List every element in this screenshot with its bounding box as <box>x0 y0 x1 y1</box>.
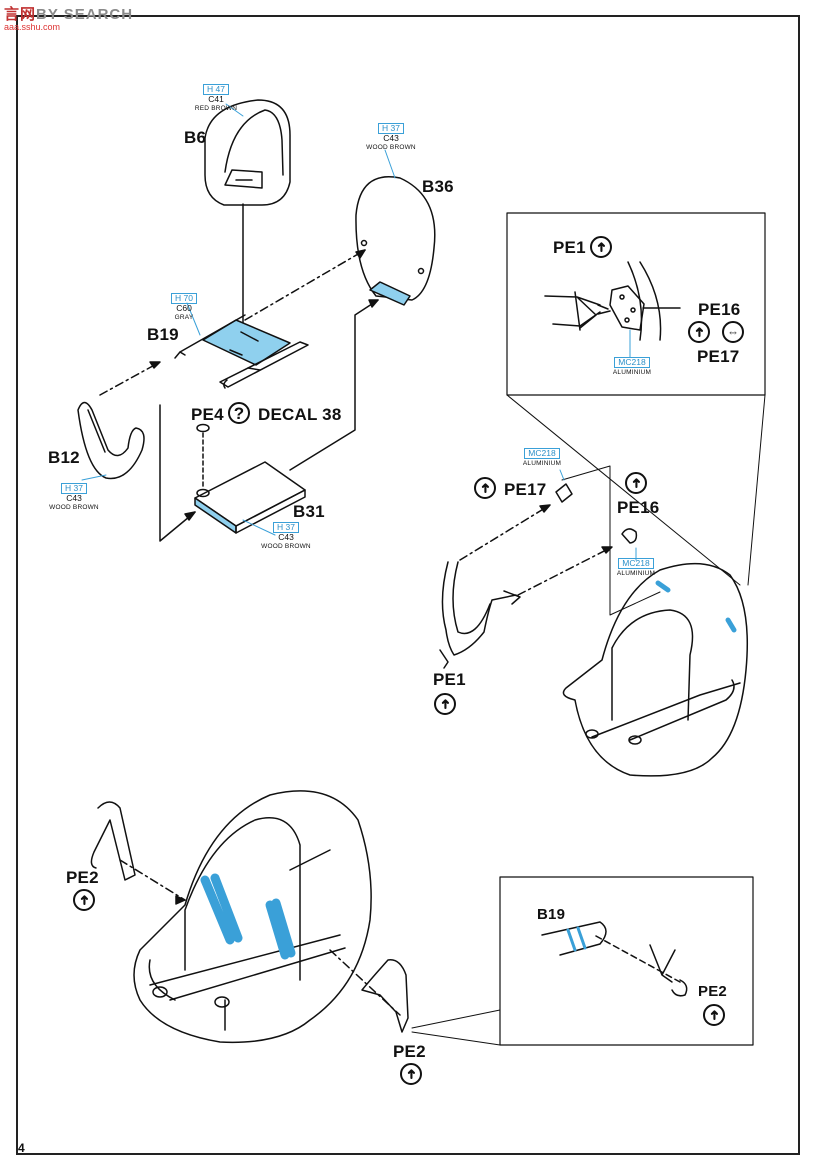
part-b19-frame <box>174 314 309 389</box>
color-callout-pe17: MC218 ALUMINIUM <box>522 448 562 467</box>
up-arrow-icon: ➜ <box>434 693 456 715</box>
label-pe16-inset: PE16 <box>698 300 741 319</box>
label-pe1-inset: PE1 <box>553 238 586 257</box>
up-arrow-icon: ➜ <box>474 477 496 499</box>
label-pe4: PE4 <box>191 405 224 424</box>
page-number: 4 <box>18 1141 25 1155</box>
flip-arrow-icon: ⇔ <box>722 321 744 343</box>
color-callout-pe16: MC218 ALUMINIUM <box>616 558 656 577</box>
color-callout-b12: H 37 C43 WOOD BROWN <box>49 483 99 511</box>
up-arrow-icon: ➜ <box>688 321 710 343</box>
label-b36: B36 <box>422 177 454 196</box>
part-b36-plate <box>355 176 436 306</box>
part-b31-board <box>194 423 306 534</box>
part-pe17-ring <box>555 483 573 503</box>
label-b12: B12 <box>48 448 80 467</box>
part-pe2-right-belt <box>361 959 409 1033</box>
color-callout-b19: H 70 C60 GRAY <box>160 293 208 322</box>
part-seat-assembly-mid <box>562 562 749 777</box>
color-callout-b36: H 37 C43 WOOD BROWN <box>366 123 416 151</box>
part-pe2-left-belt <box>90 801 136 881</box>
color-callout-b6: H 47 C41 RED BROWN <box>194 84 238 112</box>
part-b12-u <box>77 401 145 480</box>
inset-top-detail <box>544 261 681 341</box>
watermark-title-red: 言网 <box>4 6 37 23</box>
watermark-subtitle: aaa.sshu.com <box>4 22 61 32</box>
label-b31: B31 <box>293 502 325 521</box>
label-pe2-inset: PE2 <box>698 983 727 1000</box>
up-arrow-icon: ➜ <box>625 472 647 494</box>
part-pe1-belt <box>439 561 521 669</box>
label-pe17: PE17 <box>504 480 547 499</box>
up-arrow-icon: ➜ <box>703 1004 725 1026</box>
part-b6-seat <box>204 99 291 206</box>
page-border <box>16 15 800 1155</box>
part-seat-assembly-bottom <box>133 790 372 1044</box>
label-pe1: PE1 <box>433 670 466 689</box>
watermark-title-gray: BY SEARCH <box>36 6 134 23</box>
part-pe16-ring <box>621 528 638 544</box>
label-pe2-bottom: PE2 <box>393 1042 426 1061</box>
inset-box-bottom <box>499 876 754 1046</box>
label-pe16: PE16 <box>617 498 660 517</box>
color-callout-b31: H 37 C43 WOOD BROWN <box>261 522 311 550</box>
label-decal: DECAL 38 <box>258 405 342 424</box>
inset-box-top <box>506 212 766 396</box>
label-b19: B19 <box>147 325 179 344</box>
label-b6: B6 <box>184 128 207 147</box>
label-pe2-left: PE2 <box>66 868 99 887</box>
color-callout-inset: MC218 ALUMINIUM <box>612 357 652 376</box>
label-pe17-inset: PE17 <box>697 347 740 366</box>
up-arrow-icon: ➜ <box>73 889 95 911</box>
up-arrow-icon: ➜ <box>590 236 612 258</box>
label-b19-inset: B19 <box>537 906 566 923</box>
up-arrow-icon: ➜ <box>400 1063 422 1085</box>
watermark: 言网BY SEARCH aaa.sshu.com <box>4 3 133 32</box>
question-icon: ? <box>228 402 250 424</box>
inset-bottom-detail <box>541 921 688 997</box>
